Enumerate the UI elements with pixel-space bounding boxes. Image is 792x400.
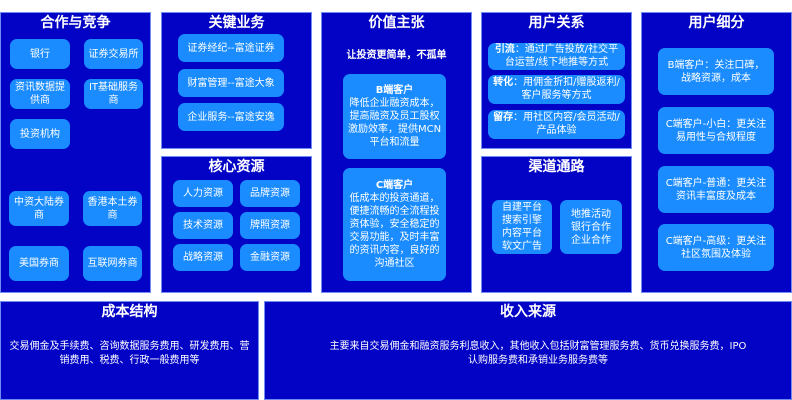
partner-item: 香港本土券商 bbox=[83, 191, 142, 226]
relation-item: 留存：用社区内容/会员活动/产品体验 bbox=[488, 110, 625, 139]
activities-panel: 关键业务 证券经纪--富途证券 财富管理--富途大象 企业服务--富途安逸 bbox=[161, 12, 312, 149]
partner-item: 互联网券商 bbox=[83, 246, 142, 281]
cost-panel: 成本结构 交易佣金及手续费、咨询数据服务费用、研发费用、营销费用、税费、行政一般… bbox=[0, 301, 259, 400]
panel-title: 用户关系 bbox=[528, 15, 585, 31]
panel-title: 核心资源 bbox=[208, 159, 265, 175]
channels-panel: 渠道通路 自建平台 搜索引擎 内容平台 软文广告 地推活动 银行合作 企业合作 bbox=[481, 156, 632, 293]
partner-item: 证券交易所 bbox=[84, 39, 143, 69]
resource-item: 品牌资源 bbox=[240, 180, 300, 207]
activity-item: 财富管理--富途大象 bbox=[178, 69, 284, 97]
value-c-heading: C端客户 bbox=[375, 180, 414, 191]
relation-label: 留存 bbox=[493, 112, 514, 123]
activity-item: 企业服务--富途安逸 bbox=[178, 103, 284, 131]
relations-panel: 用户关系 引流：通过广告投放/社交平台运营/线下地推等方式 转化：用佣金折扣/赠… bbox=[481, 12, 632, 149]
value-c-text: 低成本的投资通道，便捷流畅的全流程投资体验，安全稳定的交易功能，及时丰富的资讯内… bbox=[349, 193, 440, 269]
revenue-text: 主要来自交易佣金和融资服务利息收入，其他收入包括财富管理服务费、货币兑换服务费，… bbox=[329, 341, 747, 366]
relation-label: 引流 bbox=[494, 44, 515, 55]
panel-title: 收入来源 bbox=[500, 304, 556, 320]
relation-text: ：通过广告投放/社交平台运营/线下地推等方式 bbox=[504, 44, 619, 68]
channel-item: 地推活动 银行合作 企业合作 bbox=[560, 200, 622, 254]
partner-item: 投资机构 bbox=[10, 119, 70, 149]
partner-item: IT基础服务商 bbox=[84, 79, 143, 109]
activity-item: 证券经纪--富途证券 bbox=[178, 34, 284, 62]
segment-item: B端客户：关注口碑，战略资源，成本 bbox=[658, 48, 774, 95]
panel-title: 渠道通路 bbox=[528, 159, 585, 175]
cost-text: 交易佣金及手续费、咨询数据服务费用、研发费用、营销费用、税费、行政一般费用等 bbox=[9, 341, 250, 366]
value-b-heading: B端客户 bbox=[375, 85, 414, 96]
resource-item: 技术资源 bbox=[173, 212, 233, 239]
segments-panel: 用户细分 B端客户：关注口碑，战略资源，成本 C端客户-小白：更关注易用性与合规… bbox=[641, 12, 792, 293]
value-subtitle: 让投资更简单，不孤单 bbox=[346, 50, 447, 61]
partner-item: 银行 bbox=[10, 39, 70, 69]
relation-text: ：用佣金折扣/赠股返利/客户服务等方式 bbox=[513, 77, 620, 101]
resource-item: 战略资源 bbox=[173, 244, 233, 271]
panel-title: 成本结构 bbox=[101, 304, 158, 320]
partners-panel: 合作与竞争 银行 证券交易所 资讯数据提供商 IT基础服务商 投资机构 中资大陆… bbox=[0, 12, 151, 293]
revenue-panel: 收入来源 主要来自交易佣金和融资服务利息收入，其他收入包括财富管理服务费、货币兑… bbox=[264, 301, 792, 400]
relation-text: ：用社区内容/会员活动/产品体验 bbox=[513, 112, 620, 136]
panel-title: 合作与竞争 bbox=[40, 15, 111, 31]
panel-title: 关键业务 bbox=[208, 15, 265, 31]
channel-item: 自建平台 搜索引擎 内容平台 软文广告 bbox=[492, 200, 552, 254]
partner-item: 美国券商 bbox=[9, 246, 69, 281]
value-panel: 价值主张 让投资更简单，不孤单 B端客户 降低企业融资成本，提高融资及员工股权激… bbox=[321, 12, 472, 293]
panel-title: 价值主张 bbox=[368, 15, 425, 31]
segment-item: C端客户-高级：更关注社区氛围及体验 bbox=[658, 224, 774, 271]
relation-item: 转化：用佣金折扣/赠股返利/客户服务等方式 bbox=[488, 75, 625, 104]
panel-title: 用户细分 bbox=[688, 15, 745, 31]
resource-item: 人力资源 bbox=[173, 180, 233, 207]
value-c-box: C端客户 低成本的投资通道，便捷流畅的全流程投资体验，安全稳定的交易功能，及时丰… bbox=[343, 168, 446, 281]
partner-item: 资讯数据提供商 bbox=[10, 79, 70, 109]
resources-panel: 核心资源 人力资源 品牌资源 技术资源 牌照资源 战略资源 金融资源 bbox=[161, 156, 312, 293]
resource-item: 金融资源 bbox=[240, 244, 300, 271]
relation-item: 引流：通过广告投放/社交平台运营/线下地推等方式 bbox=[488, 43, 625, 70]
value-b-box: B端客户 降低企业融资成本，提高融资及员工股权激励效率，提供MCN平台和流量 bbox=[343, 74, 446, 159]
partner-item: 中资大陆券商 bbox=[9, 191, 69, 226]
relation-label: 转化 bbox=[493, 77, 514, 88]
value-b-text: 降低企业融资成本，提高融资及员工股权激励效率，提供MCN平台和流量 bbox=[347, 98, 442, 148]
resource-item: 牌照资源 bbox=[240, 212, 300, 239]
segment-item: C端客户-小白：更关注易用性与合规程度 bbox=[658, 107, 774, 154]
segment-item: C端客户-普通：更关注资讯丰富度及成本 bbox=[658, 166, 774, 213]
